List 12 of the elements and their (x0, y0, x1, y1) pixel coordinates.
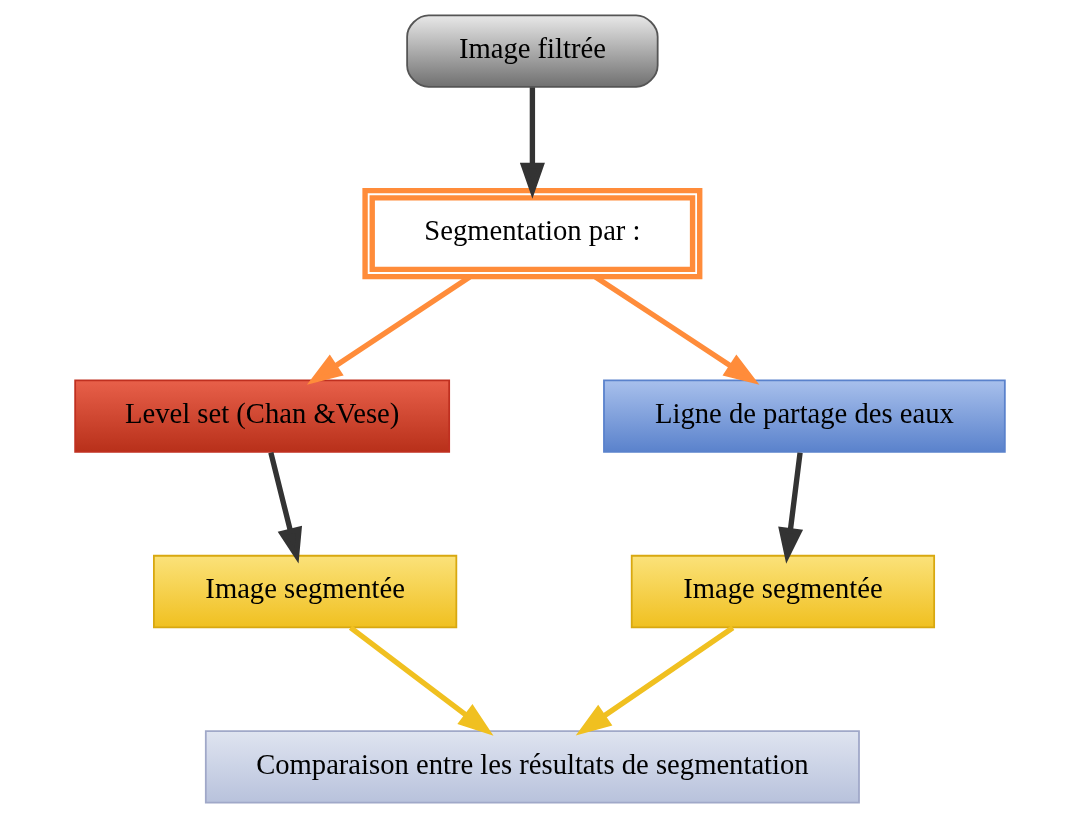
node-box: Segmentation par : (362, 188, 703, 280)
arrow (778, 452, 804, 564)
node-box: Image filtrée (406, 14, 659, 88)
node-box: Image segmentée (153, 554, 458, 629)
arrow (575, 625, 735, 736)
arrow (268, 452, 303, 564)
node-box: Ligne de partage des eaux (603, 379, 1006, 453)
node-box: Comparaison entre les résultats de segmentation (204, 730, 860, 804)
node-box: Level set (Chan &Vese) (74, 379, 451, 453)
node-box: Image segmentée (630, 554, 936, 629)
arrow (519, 87, 545, 199)
arrow (348, 625, 494, 736)
